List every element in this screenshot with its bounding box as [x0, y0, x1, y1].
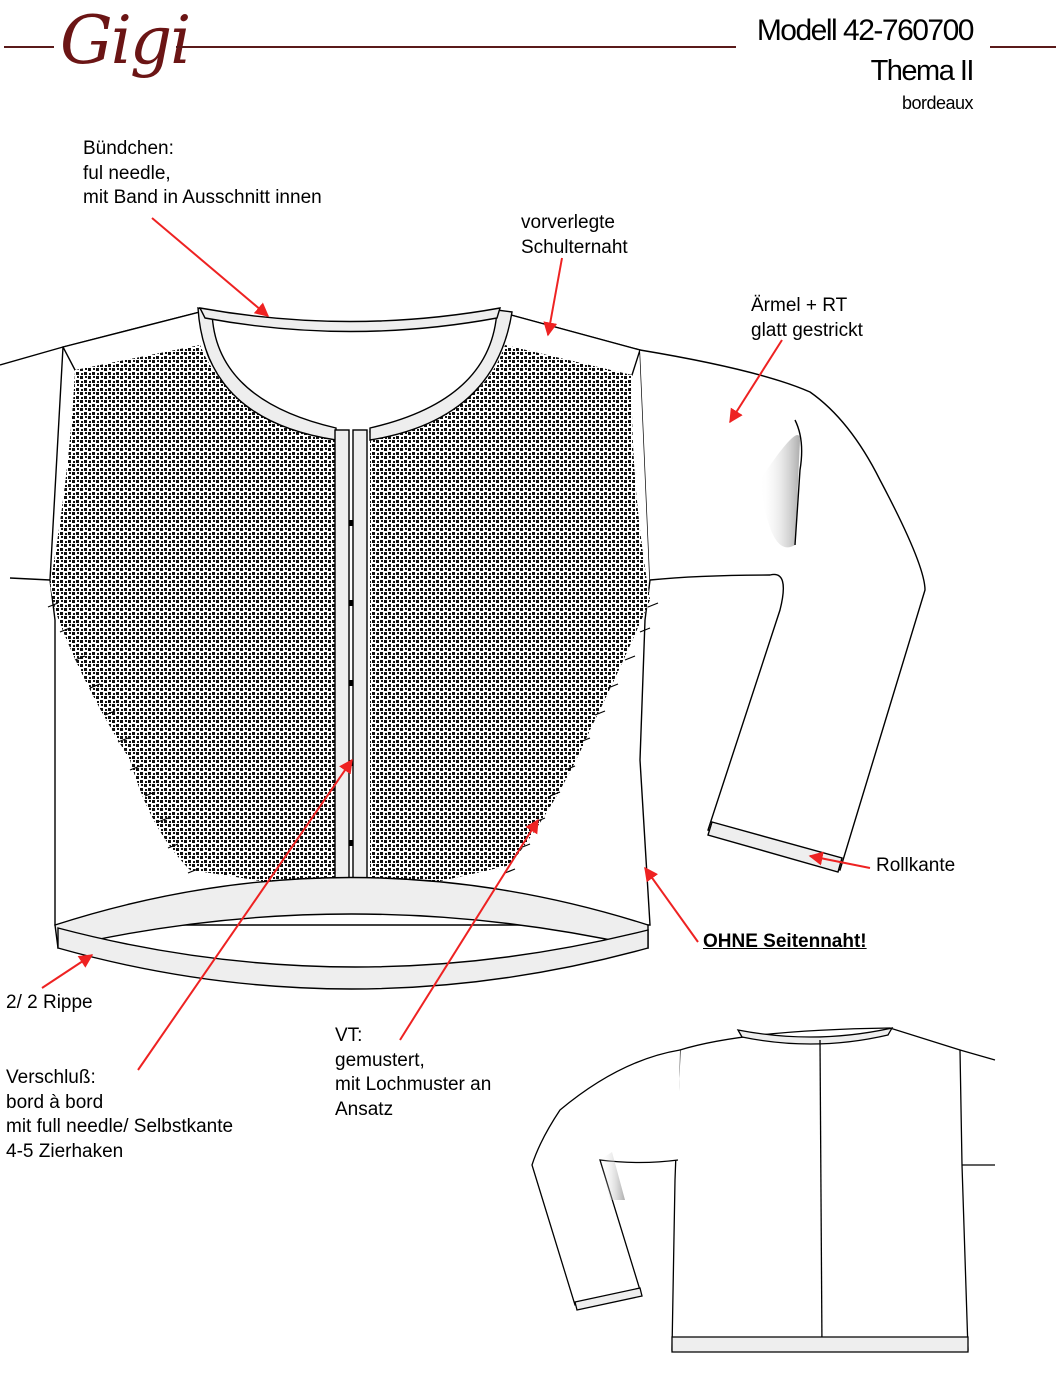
theme-label: Thema II — [870, 55, 975, 87]
arrow-side — [644, 866, 699, 943]
header-rule-middle — [176, 46, 736, 48]
arrow-shoulder — [543, 257, 563, 337]
label-shoulder-line: Schulternaht — [521, 236, 628, 258]
label-closure-line: bord à bord — [6, 1091, 104, 1113]
hem-band-back — [57, 927, 649, 990]
arrow-cuff — [808, 851, 871, 869]
cuff-trim — [707, 821, 843, 873]
label-front-line: VT: — [335, 1025, 363, 1046]
back-center-seam — [819, 1039, 823, 1351]
label-front-line: mit Lochmuster an — [335, 1074, 492, 1095]
left-front-pattern — [50, 345, 335, 895]
label-closure-line: 4-5 Zierhaken — [6, 1140, 124, 1162]
label-side: OHNE Seitennaht! — [703, 931, 867, 952]
label-cuff: Rollkante — [876, 855, 956, 876]
label-collar: Bündchen: ful needle, mit Band in Aussch… — [83, 137, 322, 211]
label-closure-line: mit full needle/ Selbstkante — [6, 1116, 234, 1137]
label-front: VT: gemustert, mit Lochmuster an Ansatz — [335, 1024, 491, 1122]
front-view — [0, 307, 926, 990]
arrow-collar — [151, 217, 270, 317]
annotation-arrows — [41, 217, 871, 1071]
back-hem-band — [671, 1336, 969, 1353]
back-collar — [736, 1027, 894, 1045]
label-sleeve: Ärmel + RT glatt gestrickt — [751, 294, 863, 343]
right-placket — [352, 429, 368, 897]
right-sleeve-shadow — [760, 435, 800, 548]
arrow-closure — [137, 758, 353, 1071]
label-front-line: Ansatz — [335, 1098, 394, 1120]
header-rule-right — [990, 46, 1056, 48]
right-sleeve — [639, 349, 926, 871]
right-front-pattern — [370, 345, 650, 895]
label-shoulder-line: vorverlegte — [521, 212, 615, 233]
eyelet-marks — [47, 602, 659, 874]
label-closure: Verschluß: bord à bord mit full needle/ … — [6, 1066, 233, 1164]
label-collar-line: mit Band in Ausschnitt innen — [83, 187, 322, 208]
gigi-logo: Gigi — [60, 2, 191, 79]
back-view — [531, 1027, 996, 1353]
label-sleeve-line: glatt gestrickt — [751, 319, 863, 341]
back-left-sleeve — [531, 1049, 681, 1306]
arrow-front — [399, 818, 539, 1041]
label-closure-line: Verschluß: — [6, 1067, 96, 1088]
back-right-sleeve — [959, 1049, 996, 1166]
left-placket — [334, 429, 350, 897]
back-sleeve-shadow — [600, 1152, 625, 1200]
label-collar-line: ful needle, — [83, 162, 171, 184]
back-left-cuff — [574, 1287, 643, 1311]
label-hem: 2/ 2 Rippe — [6, 992, 93, 1013]
arrow-sleeve — [729, 339, 783, 424]
neckband-back — [198, 307, 501, 333]
header-rule-left — [4, 46, 54, 48]
left-sleeve — [0, 346, 64, 581]
label-collar-line: Bündchen: — [83, 138, 174, 159]
label-sleeve-line: Ärmel + RT — [751, 295, 848, 316]
color-label: bordeaux — [901, 93, 974, 113]
model-number: Modell 42-760700 — [756, 14, 975, 47]
arrow-hem — [41, 954, 94, 989]
label-shoulder: vorverlegte Schulternaht — [521, 211, 628, 260]
label-front-line: gemustert, — [335, 1049, 425, 1071]
